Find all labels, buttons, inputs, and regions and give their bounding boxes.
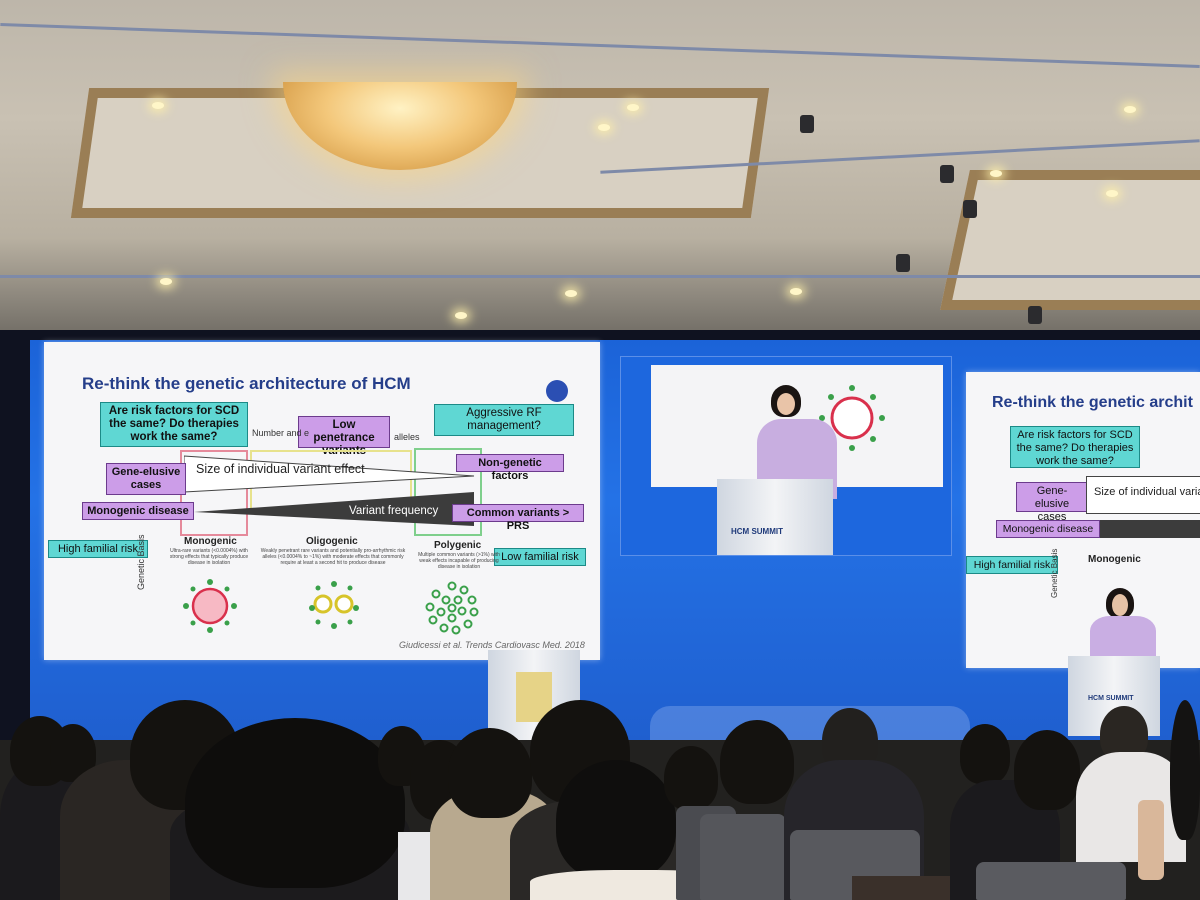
audience-head (664, 746, 718, 810)
main-slide-screen: Re-think the genetic architecture of HCM… (44, 342, 600, 660)
audience-head (1014, 730, 1080, 810)
right-axis-label: Genetic Basis (1050, 548, 1059, 598)
right-frequency-wedge (1100, 520, 1200, 538)
box-aggressive-rf: Aggressive RF management? (434, 404, 574, 436)
right-box-monogenic-disease: Monogenic disease (996, 520, 1100, 538)
audience-head (556, 760, 676, 880)
ceiling-light (790, 288, 802, 295)
right-size-effect-label: Size of individual varia (1094, 486, 1200, 498)
ceiling-light (565, 290, 577, 297)
monogenic-circle-icon (183, 579, 237, 633)
video-podium (717, 479, 833, 555)
col-polygenic-name: Polygenic (434, 540, 482, 551)
video-circle-icon (819, 385, 885, 451)
polygenic-dots-icon (425, 581, 479, 635)
spotlight (800, 115, 814, 133)
col-monogenic-desc: Ultra-rare variants (<0.0004%) with stro… (169, 548, 249, 566)
variant-frequency-label: Variant frequency (349, 505, 439, 517)
speaker-face (777, 393, 795, 415)
col-monogenic-name: Monogenic (184, 536, 237, 547)
alleles-text: alleles (394, 432, 420, 442)
size-effect-wedge (184, 455, 475, 493)
col-oligogenic-name: Oligogenic (306, 536, 358, 547)
audience-head (185, 718, 405, 888)
society-logo-icon (546, 380, 568, 402)
right-box-scd-question: Are risk factors for SCD the same? Do th… (1010, 426, 1140, 468)
right-box-gene-elusive: Gene-elusive cases (1016, 482, 1088, 523)
table (852, 876, 962, 900)
audience-head (960, 724, 1010, 784)
right-monogenic-name: Monogenic (1088, 554, 1141, 565)
spotlight (940, 165, 954, 183)
variant-frequency-wedge (194, 492, 474, 526)
genetic-basis-axis-label: Genetic Basis (136, 534, 146, 590)
wedge-diagram (184, 455, 475, 526)
right-slide-title: Re-think the genetic archit (992, 394, 1193, 411)
ceiling-coffer (940, 170, 1200, 310)
video-event-logo: HCM SUMMIT (731, 527, 783, 536)
box-high-familial: High familial risk (48, 540, 148, 558)
right-wedge (1086, 476, 1200, 514)
box-scd-question: Are risk factors for SCD the same? Do th… (100, 402, 248, 447)
box-low-familial: Low familial risk (494, 548, 586, 566)
oligogenic-circles-icon (309, 581, 359, 629)
ceiling-light (1106, 190, 1118, 197)
spotlight (896, 254, 910, 272)
size-effect-label: Size of individual variant effect (196, 462, 365, 476)
ceiling-light (598, 124, 610, 131)
audience-head (448, 728, 532, 818)
col-oligogenic-desc: Weakly penetrant rare variants and poten… (260, 548, 406, 566)
col-polygenic-desc: Multiple common variants (>1%) with weak… (418, 552, 500, 570)
box-monogenic-disease: Monogenic disease (82, 502, 194, 520)
speaker-face (1112, 594, 1128, 616)
audience-head (720, 720, 794, 804)
water-bottle (1138, 800, 1164, 880)
right-box-high-familial: High familial risk (966, 556, 1058, 574)
citation: Giudicessi et al. Trends Cardiovasc Med.… (399, 640, 585, 650)
right-slide-screen: Re-think the genetic archit Are risk fac… (966, 372, 1200, 668)
box-non-genetic: Non-genetic factors (456, 454, 564, 482)
slide-title: Re-think the genetic architecture of HCM (82, 374, 411, 393)
ceiling-light (990, 170, 1002, 177)
podium-logo: HCM SUMMIT (1088, 695, 1134, 702)
ceiling-light (1124, 106, 1136, 113)
spotlight (1028, 306, 1042, 324)
light-track (0, 23, 1200, 68)
chair (700, 814, 786, 900)
number-text: Number and e (252, 428, 310, 438)
light-track (0, 275, 1200, 278)
box-low-penetrance: Low penetrance variants (298, 416, 390, 457)
ceiling-light (627, 104, 639, 111)
ceiling-light (152, 102, 164, 109)
box-gene-elusive: Gene-elusive cases (106, 463, 186, 495)
box-common-variants: Common variants > PRS (452, 504, 584, 532)
audience-member (1076, 752, 1186, 862)
spotlight (963, 200, 977, 218)
polygenic-frame (414, 448, 482, 536)
ceiling-light (455, 312, 467, 319)
ceiling (0, 0, 1200, 340)
video-screen: HCM SUMMIT (620, 356, 952, 556)
chair (976, 862, 1126, 900)
audience-head (1170, 700, 1200, 840)
ceiling-light (160, 278, 172, 285)
